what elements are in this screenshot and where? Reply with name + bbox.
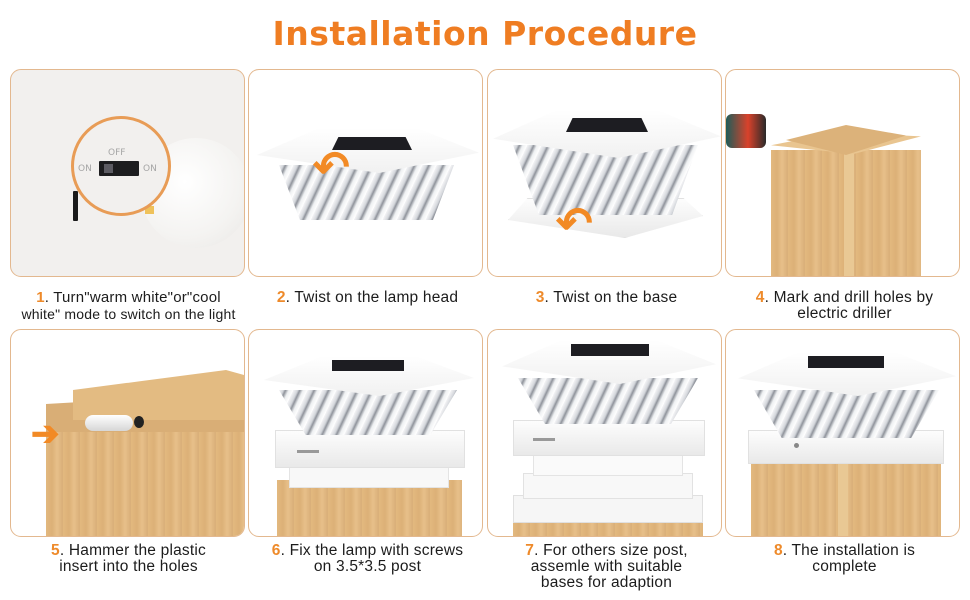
switch-label-on-left: ON [78,164,92,174]
step-2-caption: 2. Twist on the lamp head [276,289,459,306]
wood-post [46,425,244,536]
screw-icon [533,438,555,441]
lamp-glass [279,390,457,435]
lamp-glass [754,390,939,438]
lamp-glass [279,165,454,220]
step-6-image [248,329,483,537]
lamp-base [275,430,465,468]
post-edge [838,458,848,536]
adapter-base-medium [523,473,693,499]
step-3-image: ↶ [487,69,722,277]
switch-label-on-right: ON [143,164,157,174]
drill-icon [726,114,766,148]
adapter-base-small [533,452,683,476]
solar-panel-icon [332,137,412,150]
indicator-bar [73,191,78,221]
yellow-marker [145,206,154,214]
wood-post [277,480,462,536]
solar-panel-icon [332,360,404,371]
lamp-base [513,420,705,456]
lamp-glass [513,145,698,215]
step-8-caption: 8. The installation is complete [773,542,916,575]
adapter-base-large [513,495,703,523]
solar-panel-icon [566,118,648,132]
drill-hole [134,416,144,428]
step-5-image: ➔ [10,329,245,537]
rotate-arrow-icon: ↶ [313,143,350,192]
post-top [73,370,244,420]
step-1-number: 1 [36,289,45,306]
step-4-caption: 4. Mark and drill holes by electric dril… [755,289,934,322]
page-title: Installation Procedure [272,14,698,53]
screw-icon [794,443,799,448]
switch-label-off: OFF [108,148,126,158]
step-6-caption: 6. Fix the lamp with screws on 3.5*3.5 p… [271,542,464,575]
solar-panel-icon [808,356,884,368]
lamp-glass [518,378,698,424]
step-3-caption: 3. Twist on the base [535,289,678,306]
rotate-arrow-icon: ↶ [556,199,593,248]
step-1-caption: 1. Turn"warm white"or"cool white" mode t… [21,289,236,323]
plastic-anchor-icon [85,415,133,431]
screw-icon [297,450,319,453]
step-8-image [725,329,960,537]
push-arrow-icon: ➔ [31,415,60,453]
switch-knob [104,164,113,173]
step-4-image [725,69,960,277]
solar-panel-icon [571,344,649,356]
step-2-image: ↶ [248,69,483,277]
step-7-image [487,329,722,537]
step-5-caption: 5. Hammer the plastic insert into the ho… [51,542,206,575]
post-edge [844,150,854,276]
step-1-image: OFF ON ON [10,69,245,277]
step-7-caption: 7. For others size post, assemle with su… [525,542,688,591]
